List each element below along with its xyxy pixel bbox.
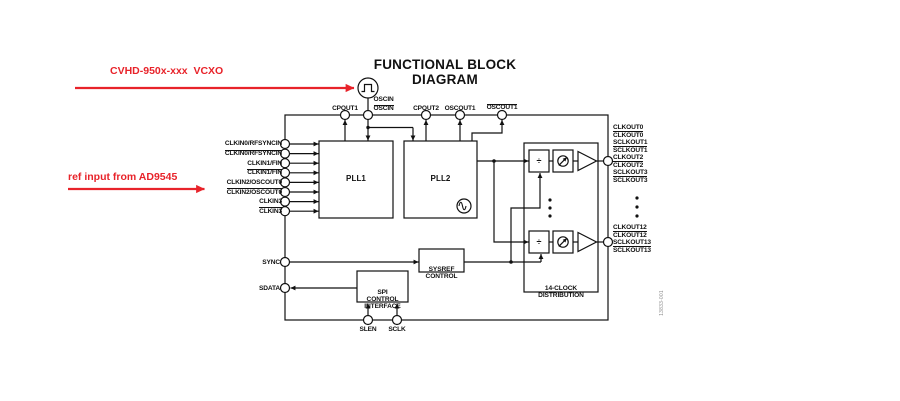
pin-sclk bbox=[391, 314, 403, 326]
pin-clkin2 bbox=[279, 177, 291, 188]
pll2-label: PLL2 bbox=[430, 174, 451, 183]
pin-label-clkout0: CLKOUT0 bbox=[613, 123, 644, 131]
divider-symbol-bottom: ÷ bbox=[536, 237, 542, 247]
divider-symbol-top: ÷ bbox=[536, 156, 542, 166]
phase-adjust-icon bbox=[557, 155, 569, 167]
pin-label-sclk: SCLK bbox=[388, 326, 406, 333]
pin-label-sclkout1: SCLKOUT1 bbox=[613, 138, 648, 146]
pin-clkout-upper bbox=[602, 155, 614, 167]
pll1-label: PLL1 bbox=[346, 174, 366, 183]
pin-label-clkin3-n: CLKIN3 bbox=[259, 207, 282, 215]
pin-oscout1b bbox=[496, 109, 508, 121]
figure-id: 13833-001 bbox=[659, 290, 665, 316]
pin-label-sclkout1-n: SCLKOUT1 bbox=[613, 146, 648, 154]
pin-label-clkout2-n: CLKOUT2 bbox=[613, 161, 644, 169]
pin-oscin bbox=[362, 109, 374, 121]
pin-sync bbox=[279, 256, 291, 268]
pin-label-sclkout13-n: SCLKOUT13 bbox=[613, 246, 651, 254]
pin-label-clkin1-n: CLKIN1/FIN bbox=[247, 168, 282, 177]
page-title: FUNCTIONAL BLOCK DIAGRAM bbox=[373, 57, 517, 87]
buffer-icon bbox=[577, 150, 598, 172]
pin-sdata bbox=[279, 282, 291, 294]
pin-label-sclkout3: SCLKOUT3 bbox=[613, 168, 648, 176]
pin-circles bbox=[279, 109, 614, 326]
pin-cpout2 bbox=[420, 109, 432, 121]
pin-clkin0 bbox=[279, 138, 291, 150]
pin-label-clkin2-n: CLKIN2/OSCOUT0 bbox=[226, 188, 282, 196]
pin-clkin3b bbox=[279, 206, 291, 217]
pin-label-clkout12-n: CLKOUT12 bbox=[613, 231, 647, 239]
ref-input-annotation-label: ref input from AD9545 bbox=[68, 171, 178, 183]
chip-outline bbox=[284, 114, 609, 321]
pin-label-cpout1: CPOUT1 bbox=[332, 104, 358, 112]
pin-label-oscin: OSCIN bbox=[373, 96, 394, 103]
vcxo-annotation-label: CVHD-950x-xxx VCXO bbox=[110, 65, 224, 77]
pin-clkin2b bbox=[279, 186, 291, 198]
pin-label-clkin0-n: CLKIN0/RFSYNCIN bbox=[224, 149, 282, 158]
pin-cpout1 bbox=[339, 109, 351, 121]
sysref-control-box bbox=[418, 248, 465, 273]
pin-clkout-lower bbox=[602, 236, 614, 248]
phase-adjust-icon bbox=[557, 236, 569, 248]
pin-label-sdata: SDATA bbox=[259, 284, 280, 292]
clock-distribution-box bbox=[523, 142, 599, 293]
sine-oscillator-icon bbox=[456, 198, 472, 214]
pll2-box bbox=[403, 140, 478, 219]
pin-label-oscout1: OSCOUT1 bbox=[444, 104, 476, 112]
pin-label-clkin2: CLKIN2/OSCOUT0 bbox=[226, 178, 283, 186]
pin-label-cpout2: CPOUT2 bbox=[413, 104, 439, 112]
pin-label-clkin3: CLKIN3 bbox=[259, 197, 282, 205]
pin-label-clkout0-n: CLKOUT0 bbox=[613, 131, 644, 139]
pin-label-clkout12: CLKOUT12 bbox=[613, 223, 647, 231]
pin-label-sclkout13: SCLKOUT13 bbox=[613, 238, 651, 246]
pin-label-slen: SLEN bbox=[359, 326, 377, 333]
pin-oscout1 bbox=[454, 109, 466, 121]
pin-clkin1 bbox=[279, 158, 291, 169]
pin-label-clkout2: CLKOUT2 bbox=[613, 153, 644, 161]
pin-label-oscout1-n: OSCOUT1 bbox=[486, 103, 518, 111]
pll1-box bbox=[318, 140, 394, 219]
pin-slen bbox=[362, 314, 374, 326]
pin-label-oscin-n: OSCIN bbox=[373, 104, 394, 112]
junction-dots bbox=[366, 125, 513, 264]
pin-label-clkin1: CLKIN1/FIN bbox=[247, 159, 282, 167]
spi-control-box bbox=[356, 270, 409, 303]
buffer-icon bbox=[577, 231, 598, 253]
ellipsis-dots bbox=[548, 196, 639, 218]
pin-label-clkin0: CLKIN0/RFSYNCIN bbox=[224, 140, 282, 148]
pin-label-sync: SYNC bbox=[262, 258, 280, 266]
pin-label-sclkout3-n: SCLKOUT3 bbox=[613, 176, 648, 184]
